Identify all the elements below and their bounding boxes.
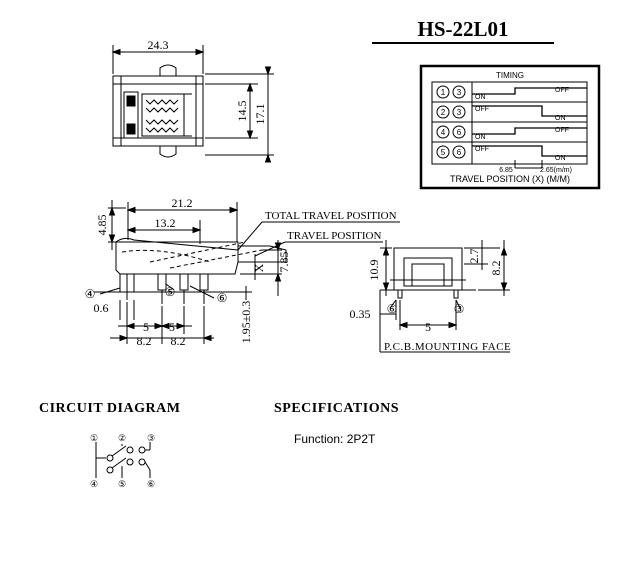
dim-x: X [252,263,266,272]
dim-2-7: 2.7 [467,249,481,264]
dim-8-2-end: 8.2 [489,261,503,276]
timing-row-3-pin-b: 6 [457,128,462,137]
end-pin-label-6: ⑥ [387,302,398,316]
timing-row-2-pin-a: 2 [441,108,446,117]
timing-row-4-pin-b: 6 [457,148,462,157]
circuit-diagram-graphic [95,442,151,478]
timing-chart [419,64,601,190]
timing-row-2-start: OFF [475,106,489,113]
timing-row-3: 4 6 ON OFF [436,125,569,141]
dim-21-2: 21.2 [172,196,193,210]
circuit-pin-6: ⑥ [147,479,155,489]
pin-label-5: ⑤ [165,285,176,299]
timing-tick-a: 6.85 [499,167,513,174]
circuit-pin-1: ① [90,433,98,443]
dim-1-95: 1.95±0.3 [239,301,253,344]
timing-tick-b: 2.65(m/m) [540,167,572,174]
timing-row-1-end: OFF [555,87,569,94]
timing-row-3-pin-a: 4 [441,128,446,137]
top-view-body [112,75,204,147]
dim-0-35: 0.35 [350,307,371,321]
circuit-diagram-heading: CIRCUIT DIAGRAM [39,401,181,416]
timing-row-1-pin-a: 1 [441,88,446,97]
dim-13-2: 13.2 [155,216,176,230]
pin-label-4: ④ [85,287,96,301]
timing-row-3-start: ON [475,134,486,141]
circuit-pin-5: ⑤ [118,479,126,489]
circuit-pin-3: ③ [147,433,155,443]
end-view [379,240,510,353]
top-view [111,45,274,163]
dim-14-5: 14.5 [235,101,249,122]
circuit-pin-2: ② [118,433,126,443]
timing-row-4: 5 6 OFF ON [436,145,566,162]
timing-footer: TRAVEL POSITION (X) (M/M) [450,174,570,184]
timing-chart-frame [419,64,601,190]
label-travel-position: TRAVEL POSITION [287,230,381,242]
timing-row-2: 2 3 OFF ON [436,105,566,122]
timing-row-2-pin-b: 3 [457,108,462,117]
drawing-title: HS-22L01 [372,18,554,44]
circuit-pin-4: ④ [90,479,98,489]
end-pin-label-3: ③ [454,302,465,316]
dim-5-left: 5 [143,320,149,334]
timing-header: TIMING [496,71,524,80]
label-pcb-mounting-face: P.C.B.MOUNTING FACE [384,341,511,353]
specifications-heading: SPECIFICATIONS [274,401,399,416]
dim-5-right: 5 [169,320,175,334]
dim-8-2-right: 8.2 [171,334,186,348]
spec-function: Function: 2P2T [294,432,376,446]
timing-row-1-pin-b: 3 [457,88,462,97]
dim-10-9: 10.9 [367,260,381,281]
dim-0-6: 0.6 [94,301,109,315]
timing-row-2-end: ON [555,115,566,122]
timing-row-1: 1 3 ON OFF [436,85,569,101]
dim-24-3: 24.3 [148,38,169,52]
timing-row-4-end: ON [555,155,566,162]
timing-row-4-pin-a: 5 [441,148,446,157]
dim-5-end: 5 [425,320,431,334]
side-view [94,200,400,344]
timing-row-3-end: OFF [555,127,569,134]
dim-7-85: 7.85 [277,252,291,273]
label-total-travel-position: TOTAL TRAVEL POSITION [265,210,397,222]
pin-label-6: ⑥ [217,291,228,305]
dim-17-1: 17.1 [253,104,267,125]
side-view-body [115,241,239,275]
timing-row-4-start: OFF [475,146,489,153]
dim-8-2-left: 8.2 [137,334,152,348]
dim-4-85: 4.85 [95,215,109,236]
timing-row-1-start: ON [475,94,486,101]
